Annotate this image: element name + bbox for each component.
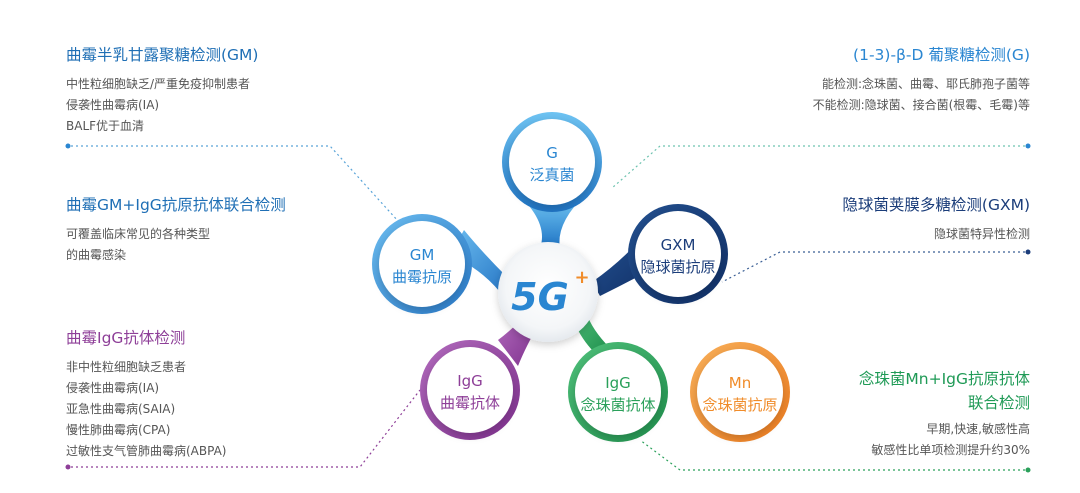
gm-title: 曲霉半乳甘露聚糖检测(GM) bbox=[66, 46, 259, 64]
igg-line-5: 过敏性支气管肺曲霉病(ABPA) bbox=[66, 444, 227, 458]
gxm-line-1: 隐球菌特异性检测 bbox=[933, 227, 1030, 241]
node-igg-aspergillus-line2: 曲霉抗体 bbox=[440, 394, 500, 412]
node-gxm-face bbox=[635, 211, 721, 297]
igg-info-block: 曲霉IgG抗体检测 非中性粒细胞缺乏患者 侵袭性曲霉病(IA) 亚急性曲霉病(S… bbox=[66, 327, 226, 462]
mn-title-line-2: 联合检测 bbox=[967, 394, 1030, 412]
gm-line-1: 中性粒细胞缺乏/严重免疫抑制患者 bbox=[66, 77, 251, 91]
node-g: G 泛真菌 bbox=[502, 112, 602, 248]
connector-gxm bbox=[721, 251, 1030, 283]
igg-line-1: 非中性粒细胞缺乏患者 bbox=[66, 360, 187, 374]
node-gm-line1: GM bbox=[410, 246, 435, 264]
node-igg-aspergillus: IgG 曲霉抗体 bbox=[420, 312, 540, 440]
gm-igg-line-2: 的曲霉感染 bbox=[66, 248, 127, 262]
gm-info-block: 曲霉半乳甘露聚糖检测(GM) 中性粒细胞缺乏/严重免疫抑制患者 侵袭性曲霉病(I… bbox=[66, 44, 258, 137]
node-igg-candida-line2: 念珠菌抗体 bbox=[580, 396, 655, 414]
node-mn-line1: Mn bbox=[729, 374, 751, 392]
igg-line-2: 侵袭性曲霉病(IA) bbox=[66, 381, 160, 395]
node-gm-face bbox=[379, 221, 465, 307]
node-igg-candida: IgG 念珠菌抗体 bbox=[568, 312, 668, 442]
center-hub-label: 5G bbox=[511, 275, 569, 319]
gm-igg-info-block: 曲霉GM+IgG抗原抗体联合检测 可覆盖临床常见的各种类型 的曲霉感染 bbox=[66, 194, 286, 266]
node-gxm: GXM 隐球菌抗原 bbox=[592, 204, 728, 304]
connector-lines bbox=[65, 143, 1031, 473]
node-g-face bbox=[509, 119, 595, 205]
mn-line-2: 敏感性比单项检测提升约30% bbox=[871, 443, 1030, 457]
gm-igg-title: 曲霉GM+IgG抗原抗体联合检测 bbox=[66, 196, 286, 214]
node-igg-aspergillus-line1: IgG bbox=[457, 372, 483, 390]
node-mn-line2: 念珠菌抗原 bbox=[702, 396, 777, 414]
node-gxm-line1: GXM bbox=[661, 236, 696, 254]
gxm-title: 隐球菌荚膜多糖检测(GXM) bbox=[842, 196, 1030, 214]
gxm-info-block: 隐球菌荚膜多糖检测(GXM) 隐球菌特异性检测 bbox=[842, 194, 1030, 245]
node-g-line2: 泛真菌 bbox=[529, 166, 574, 184]
node-g-line1: G bbox=[546, 144, 558, 162]
igg-line-3: 亚急性曲霉病(SAIA) bbox=[66, 402, 176, 416]
node-gxm-line2: 隐球菌抗原 bbox=[640, 258, 715, 276]
mn-line-1: 早期,快速,敏感性高 bbox=[926, 422, 1030, 436]
node-igg-candida-line1: IgG bbox=[605, 374, 631, 392]
center-hub: 5G + bbox=[498, 242, 598, 342]
g-line-1: 能检测:念珠菌、曲霉、耶氏肺孢子菌等 bbox=[821, 77, 1030, 91]
node-gm-line2: 曲霉抗原 bbox=[392, 268, 452, 286]
node-mn-face bbox=[697, 349, 783, 435]
connector-dot-gm bbox=[65, 143, 71, 149]
gm-line-3: BALF优于血清 bbox=[66, 119, 145, 133]
connector-dot-g bbox=[1025, 143, 1031, 149]
connector-igg bbox=[66, 389, 421, 468]
node-igg-aspergillus-face bbox=[427, 347, 513, 433]
gm-line-2: 侵袭性曲霉病(IA) bbox=[66, 98, 160, 112]
connector-dot-gxm bbox=[1025, 249, 1031, 255]
connector-gm bbox=[66, 145, 409, 233]
connector-dot-igg bbox=[65, 464, 71, 470]
node-g-tail bbox=[524, 200, 580, 248]
g-info-block: (1-3)-β-D 葡聚糖检测(G) 能检测:念珠菌、曲霉、耶氏肺孢子菌等 不能… bbox=[813, 44, 1030, 116]
mn-title-line-1: 念珠菌Mn+IgG抗原抗体 bbox=[858, 370, 1030, 388]
center-hub-circle bbox=[498, 242, 598, 342]
g-title: (1-3)-β-D 葡聚糖检测(G) bbox=[853, 46, 1030, 64]
node-mn: Mn 念珠菌抗原 bbox=[690, 342, 790, 442]
igg-line-4: 慢性肺曲霉病(CPA) bbox=[66, 423, 171, 437]
igg-title: 曲霉IgG抗体检测 bbox=[66, 329, 186, 347]
connector-dot-mn bbox=[1025, 467, 1031, 473]
connector-g bbox=[611, 145, 1030, 189]
node-gm: GM 曲霉抗原 bbox=[372, 214, 506, 314]
center-hub-plus: + bbox=[574, 267, 589, 288]
g-line-2: 不能检测:隐球菌、接合菌(根霉、毛霉)等 bbox=[812, 98, 1030, 112]
gm-igg-line-1: 可覆盖临床常见的各种类型 bbox=[66, 227, 211, 241]
mn-info-block: 念珠菌Mn+IgG抗原抗体 联合检测 早期,快速,敏感性高 敏感性比单项检测提升… bbox=[859, 367, 1030, 461]
connector-mn bbox=[639, 439, 1030, 471]
mn-title: 念珠菌Mn+IgG抗原抗体 联合检测 bbox=[859, 367, 1030, 415]
node-igg-candida-face bbox=[575, 349, 661, 435]
